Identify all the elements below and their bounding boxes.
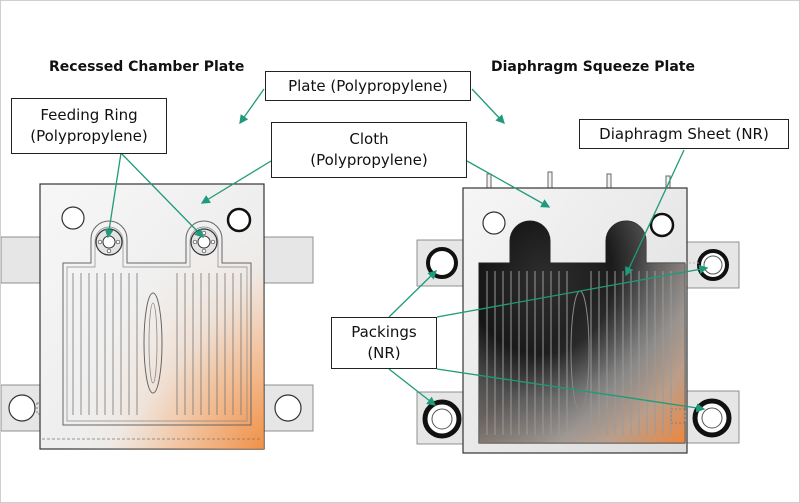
packing-ring-bottom-left <box>422 399 462 439</box>
feeding-ring-right <box>190 228 218 256</box>
recessed-chamber-plate <box>1 183 314 450</box>
arrow-packing-bottom-right <box>436 368 706 413</box>
arrow-plate-right <box>471 88 505 124</box>
label-plate: Plate (Polypropylene) <box>265 71 471 101</box>
arrow-diaphragm-sheet <box>625 149 685 277</box>
left-bar-hole-right <box>274 394 302 422</box>
right-plate-hole-tr <box>649 212 675 238</box>
label-packings: Packings (NR) <box>331 317 437 369</box>
packing-ring-top-left <box>426 247 458 279</box>
arrow-cloth-right <box>466 160 551 208</box>
left-plate-hole-tl <box>61 206 85 230</box>
right-plate-ribs <box>486 271 672 435</box>
packing-ring-bottom-right <box>692 398 732 438</box>
arrow-plate-left <box>239 88 265 125</box>
leader-arrows <box>104 88 709 413</box>
left-plate-hole-tr <box>226 207 252 233</box>
label-diaphragm-sheet: Diaphragm Sheet (NR) <box>579 119 789 149</box>
left-plate-ribs <box>72 273 242 415</box>
label-feeding-ring: Feeding Ring (Polypropylene) <box>11 98 167 154</box>
right-plate-pins <box>486 171 671 189</box>
arrow-feeding-ring-left <box>104 152 122 239</box>
right-plate-hole-tl <box>482 211 506 235</box>
title-recessed-chamber-plate: Recessed Chamber Plate <box>49 59 245 75</box>
arrow-packing-top-left <box>388 270 437 318</box>
label-cloth: Cloth (Polypropylene) <box>271 122 467 178</box>
left-bar-hole-left <box>8 394 36 422</box>
arrow-packing-top-right <box>436 264 709 318</box>
arrow-cloth-left <box>200 160 272 204</box>
packing-ring-top-right <box>697 249 729 281</box>
title-diaphragm-squeeze-plate: Diaphragm Squeeze Plate <box>491 59 695 75</box>
arrow-feeding-ring-right <box>120 152 204 238</box>
arrow-packing-bottom-left <box>388 368 437 406</box>
